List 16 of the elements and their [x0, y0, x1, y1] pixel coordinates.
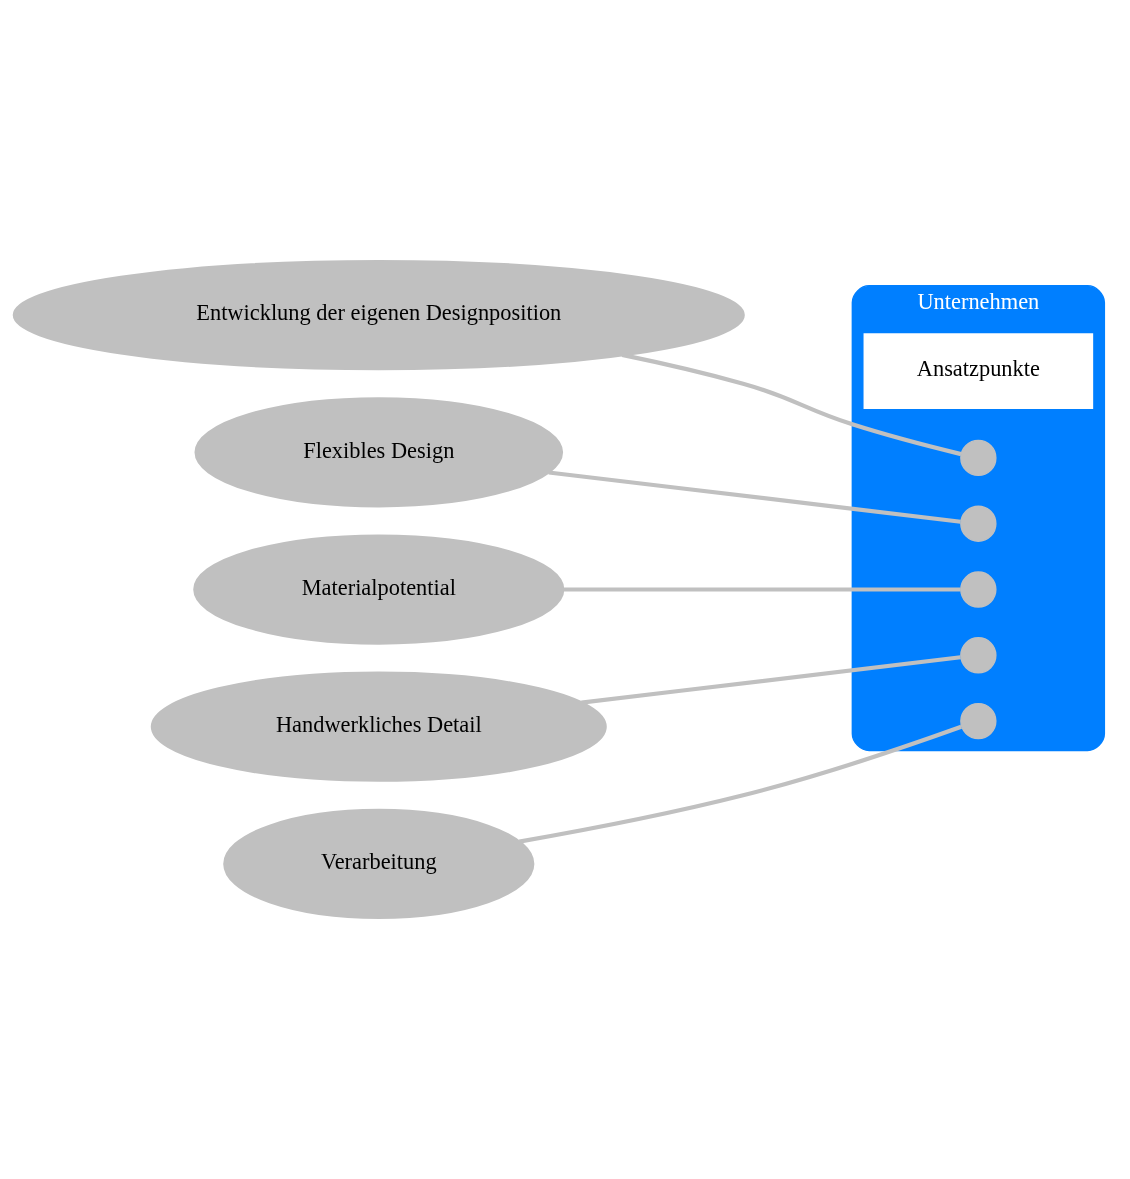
connector	[548, 470, 961, 524]
node-box: Ansatzpunkte	[863, 333, 1094, 409]
connector	[621, 352, 962, 457]
node-circle	[960, 505, 997, 542]
node-ellipse: Entwicklung der eigenen Designposition	[12, 259, 745, 371]
connector	[519, 724, 962, 844]
node-circle	[960, 439, 997, 477]
node-ellipse: Materialpotential	[193, 534, 565, 645]
node-ellipse: Handwerkliches Detail	[150, 671, 607, 782]
node-circle	[960, 571, 997, 608]
node-circle	[960, 702, 997, 740]
node-ellipse: Verarbeitung	[223, 808, 535, 920]
node-ellipse: Flexibles Design	[194, 397, 564, 508]
connector	[563, 587, 961, 592]
connector	[581, 655, 961, 705]
node-circle	[960, 637, 997, 674]
